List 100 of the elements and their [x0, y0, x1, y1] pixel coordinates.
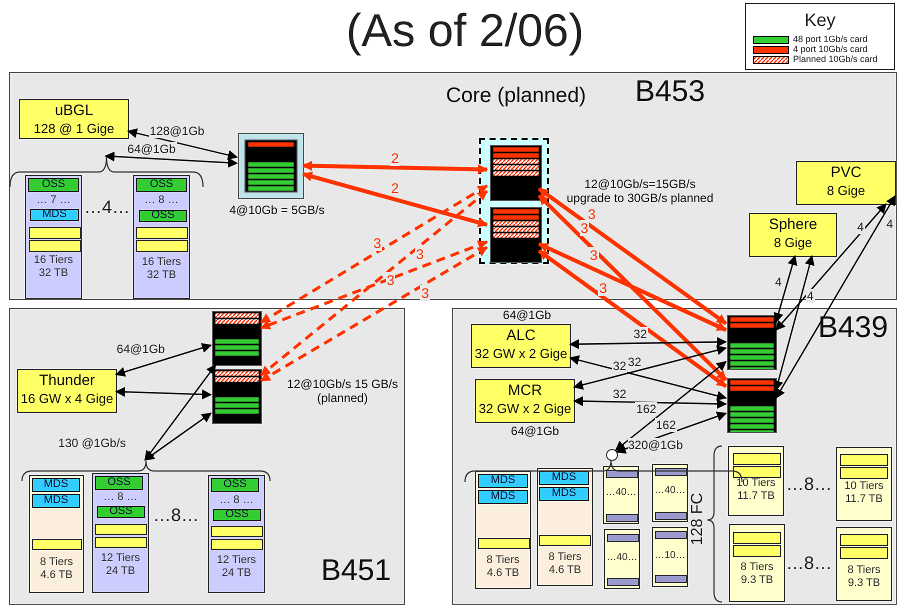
arrow [538, 187, 728, 326]
node-text: MDS [550, 488, 578, 499]
edge-label: 4 [806, 289, 815, 304]
processor-box [655, 575, 687, 583]
node-text: …40… [606, 552, 638, 564]
edge-label: 64@1Gb [126, 142, 177, 156]
disk-array-box [733, 532, 781, 544]
brace [9, 157, 204, 187]
arrow [573, 345, 727, 390]
note-text: 64@1Gb [502, 309, 552, 323]
legend-text: 4 port 10Gb/s card [793, 44, 868, 54]
cluster-spec: 8 Gige [826, 184, 866, 199]
server-box [30, 209, 79, 221]
note-text: 12@10Gb/s 15 GB/s (planned) [286, 378, 399, 406]
cluster-name: uBGL [54, 102, 94, 120]
node-text: OSS [108, 507, 134, 516]
edge-label: 162 [635, 402, 658, 416]
node-text: OSS [106, 477, 132, 488]
server-box [213, 509, 261, 521]
ellipsis-text: … 8 … [143, 194, 180, 207]
storage-rack [728, 446, 784, 516]
processor-box [655, 531, 687, 539]
arrow [115, 343, 212, 377]
arrow [302, 160, 488, 174]
note-text: 12@10Gb/s=15GB/s upgrade to 30GB/s planned [566, 178, 714, 206]
arrow [774, 255, 798, 323]
edge-label: 3 [372, 235, 382, 252]
cluster-box [19, 99, 129, 139]
node-text: 8 Tiers 4.6 TB [38, 556, 74, 582]
cluster-name: Thunder [38, 372, 96, 390]
arrow [573, 396, 727, 409]
storage-rack [603, 466, 639, 524]
link-label: 320@1Gb [628, 438, 683, 452]
storage-rack [208, 475, 265, 593]
disk-array-box [840, 454, 888, 466]
node-text: MDS [490, 475, 516, 486]
storage-rack [729, 524, 785, 602]
dashed-arrow [260, 246, 488, 382]
arrow [538, 194, 728, 382]
edge-label: 32 [612, 359, 628, 374]
switch-drawing [490, 145, 542, 201]
disk-array-box [478, 538, 530, 549]
switch-drawing [727, 378, 777, 433]
server-box [139, 210, 187, 222]
edge-label: 3 [420, 285, 430, 302]
cluster-spec: 32 GW x 2 Gige [474, 347, 568, 362]
ellipsis-text: … 8 … [102, 491, 139, 504]
node-text: 16 Tiers 32 TB [140, 256, 182, 282]
edge-label: 3 [588, 247, 599, 264]
legend-text: Planned 10Gb/s card [793, 54, 878, 64]
disk-array-box [211, 539, 263, 550]
server-box [97, 506, 145, 518]
processor-box [607, 534, 639, 542]
server-box [136, 178, 187, 192]
edge-label: 32 [632, 327, 648, 342]
disk-array-box [840, 547, 888, 559]
junction-circle [606, 449, 618, 461]
storage-rack [133, 175, 190, 299]
arrow [538, 249, 728, 388]
building-panel [9, 72, 897, 300]
node-text: OSS [150, 211, 176, 220]
storage-rack [652, 464, 688, 522]
node-text: 8 Tiers 9.3 TB [846, 564, 882, 590]
switch-drawing [490, 207, 542, 263]
disk-array-box [539, 535, 591, 546]
switch-drawing [212, 311, 262, 366]
cluster-spec: 16 GW x 4 Gige [20, 392, 114, 407]
storage-rack [92, 473, 149, 593]
storage-rack [537, 468, 593, 586]
arrow [774, 255, 814, 391]
disk-array-box [95, 524, 147, 535]
disk-array-box [840, 534, 888, 546]
arrow [569, 337, 727, 350]
cluster-name: Sphere [768, 216, 818, 234]
arrow [115, 386, 212, 400]
node-text: 10 Tiers 11.7 TB [735, 477, 777, 502]
disk-array-box [29, 240, 81, 252]
ellipsis-text: … 7 … [35, 194, 72, 207]
building-label: B453 [634, 75, 706, 110]
disk-array-box [733, 466, 781, 478]
disk-array-box [211, 526, 263, 537]
note-text: 4@10Gb = 5GB/s [228, 204, 326, 218]
edge-label: 3 [415, 246, 425, 262]
storage-rack [836, 527, 892, 601]
arrow [104, 152, 238, 168]
arrow [775, 195, 896, 399]
edge-label: 4 [856, 220, 865, 234]
disk-array-box [136, 227, 188, 239]
dashed-arrow [260, 190, 488, 376]
server-box [478, 474, 528, 488]
disk-array-box [733, 545, 781, 557]
building-panel [9, 308, 405, 605]
node-text: …40… [605, 487, 637, 498]
server-box [95, 476, 143, 490]
node-text: OSS [224, 510, 250, 519]
storage-rack [29, 475, 84, 593]
node-text: 12 Tiers 24 TB [216, 554, 258, 580]
server-box [28, 178, 79, 192]
cluster-name: PVC [830, 164, 862, 182]
arrow [569, 355, 727, 401]
